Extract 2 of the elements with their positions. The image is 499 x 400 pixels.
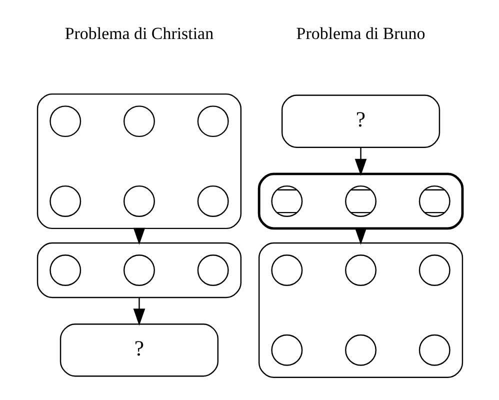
label: Problema di Bruno <box>296 24 425 44</box>
label: Problema di Christian <box>64 24 214 44</box>
